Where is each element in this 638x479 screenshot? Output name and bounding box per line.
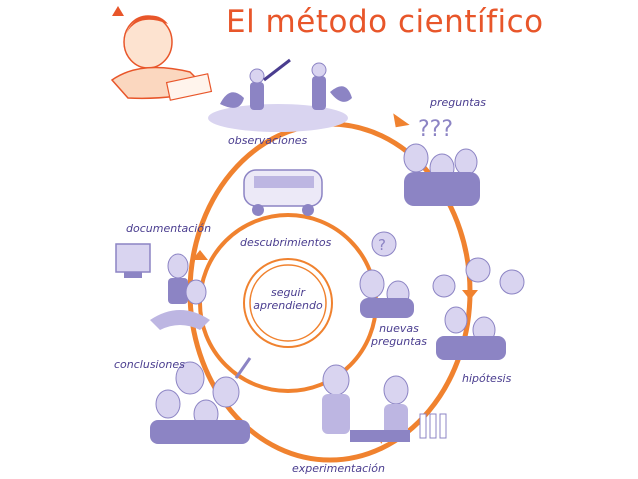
preguntas-illustration: ???: [403, 117, 480, 206]
svg-text:???: ???: [418, 117, 453, 142]
label-hipotesis: hipótesis: [462, 372, 512, 385]
center-text: seguir aprendiendo: [248, 286, 328, 312]
label-observaciones: observaciones: [228, 134, 308, 147]
cycle-arrow-right: [462, 290, 478, 300]
label-nuevas-line2: preguntas: [371, 335, 427, 348]
hipotesis-illustration: [432, 257, 525, 360]
svg-text:?: ?: [378, 236, 386, 254]
label-preguntas: preguntas: [430, 96, 486, 109]
label-nuevas-preguntas: nuevas preguntas: [366, 322, 432, 348]
label-documentacion: documentación: [126, 222, 212, 235]
label-nuevas-line1: nuevas: [379, 322, 419, 335]
label-conclusiones: conclusiones: [114, 358, 185, 371]
nuevas-preguntas-illustration: ?: [359, 231, 414, 318]
cycle-arrow-top-right: [393, 113, 410, 128]
center-circle-inner: [249, 264, 327, 342]
scientist-reading-illustration: [110, 6, 213, 101]
cycle-arrow-left: [192, 250, 208, 260]
center-line2: aprendiendo: [253, 299, 323, 312]
observaciones-illustration: [208, 58, 352, 132]
conclusiones-illustration: [150, 357, 252, 444]
bus-illustration: [243, 169, 323, 216]
documentacion-illustration: [115, 243, 210, 330]
label-experimentacion: experimentación: [292, 462, 385, 475]
diagram-title: El método científico: [226, 4, 544, 40]
label-descubrimientos: descubrimientos: [240, 236, 332, 249]
center-circle-outer: [243, 258, 333, 348]
experimentacion-illustration: [322, 364, 447, 442]
center-line1: seguir: [270, 286, 306, 299]
